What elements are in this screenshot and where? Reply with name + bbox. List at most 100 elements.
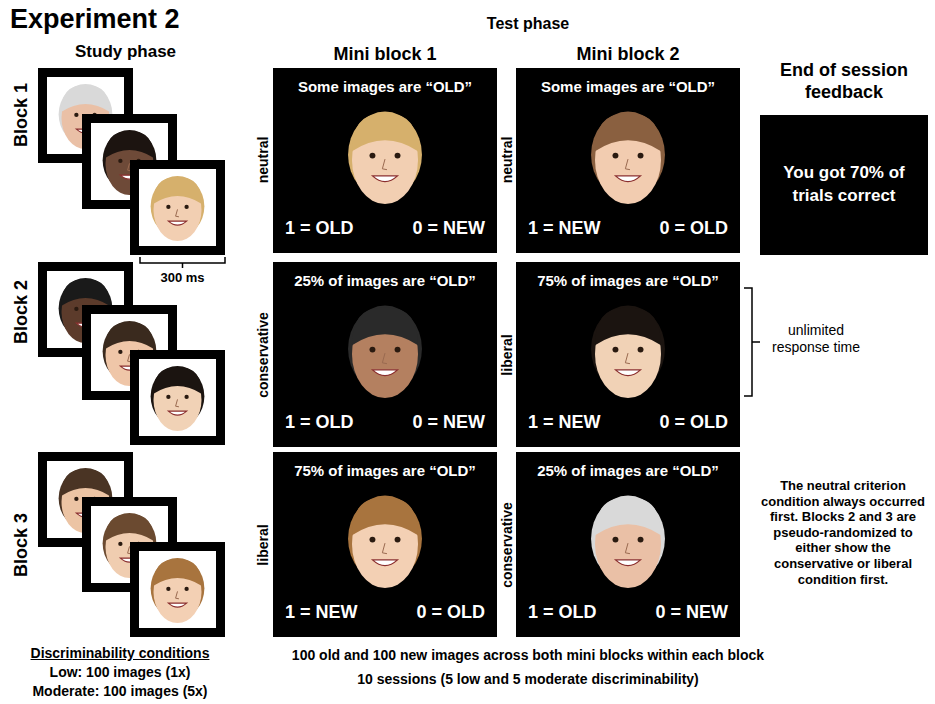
eye: [74, 497, 78, 501]
column-heading: Mini block 2: [528, 44, 728, 66]
eye: [612, 537, 618, 543]
legend-heading: Discriminability conditions: [5, 645, 235, 662]
nose: [176, 399, 179, 406]
smile: [615, 560, 640, 566]
condition-line: Moderate: 100 images (5x): [5, 683, 235, 700]
study-image: [130, 350, 225, 445]
nose: [382, 159, 387, 170]
condition-label: liberal: [498, 334, 515, 375]
nose: [176, 591, 179, 598]
image-frame: [130, 160, 225, 255]
nose: [625, 543, 630, 554]
smile: [615, 176, 640, 182]
hair-fringe: [352, 498, 418, 536]
eye: [74, 307, 78, 311]
prompt-text: 75% of images are “OLD”: [273, 462, 497, 479]
eye: [166, 587, 170, 591]
eye: [118, 350, 122, 354]
nose: [176, 209, 179, 216]
duration-bracket: [140, 257, 225, 268]
feedback-text: You got 70% of trials correct: [772, 162, 916, 208]
condition-label: conservative: [255, 312, 272, 398]
key-mapping: 0 = OLD: [659, 412, 728, 433]
feedback-box: You got 70% of trials correct: [760, 115, 928, 255]
condition-label: liberal: [255, 524, 272, 565]
key-mapping: 0 = NEW: [412, 218, 485, 239]
prompt-text: Some images are “OLD”: [516, 78, 740, 95]
eye: [184, 587, 188, 591]
method-note: The neutral criterion condition always o…: [756, 478, 930, 587]
hair-fringe: [595, 308, 661, 346]
column-heading: Mini block 1: [285, 44, 485, 66]
phase-heading: Test phase: [428, 14, 628, 33]
smile: [615, 370, 640, 376]
key-mapping: 0 = OLD: [416, 602, 485, 623]
test-panel: 25% of images are “OLD” 1 = OLD 0 = NEW: [516, 452, 740, 637]
nose: [382, 543, 387, 554]
eye: [395, 537, 401, 543]
prompt-text: 25% of images are “OLD”: [273, 272, 497, 289]
study-image: [130, 160, 225, 255]
prompt-text: 25% of images are “OLD”: [516, 462, 740, 479]
phase-heading: Study phase: [75, 42, 176, 62]
block-label: Block 2: [11, 280, 33, 344]
key-mapping: 0 = OLD: [659, 218, 728, 239]
eye: [118, 159, 122, 163]
smile: [168, 221, 186, 225]
eye: [369, 537, 375, 543]
smile: [372, 370, 397, 376]
eye: [166, 395, 170, 399]
key-mapping: 1 = OLD: [285, 218, 354, 239]
image-frame: [130, 542, 225, 637]
hair-fringe: [154, 177, 202, 203]
design-note: 10 sessions (5 low and 5 moderate discri…: [248, 671, 808, 688]
nose: [382, 353, 387, 364]
hair-fringe: [62, 469, 110, 495]
key-mapping: 1 = OLD: [528, 602, 597, 623]
hair-fringe: [62, 279, 110, 305]
bracket-note: unlimited response time: [766, 322, 866, 356]
key-mapping: 1 = NEW: [528, 218, 601, 239]
block-label: Block 1: [11, 83, 33, 147]
hair-fringe: [154, 367, 202, 393]
photo-ground: [139, 169, 216, 246]
hair-fringe: [595, 114, 661, 152]
condition-label: neutral: [498, 137, 515, 184]
eye: [395, 153, 401, 159]
test-panel: 25% of images are “OLD”1 = OLD0 = NEW: [273, 262, 497, 447]
eye: [184, 395, 188, 399]
prompt-text: Some images are “OLD”: [273, 78, 497, 95]
key-mapping: 1 = NEW: [285, 602, 358, 623]
hair-fringe: [106, 131, 154, 157]
photo-ground: [139, 551, 216, 628]
response-bracket: [744, 288, 760, 396]
eye: [369, 153, 375, 159]
eye: [369, 347, 375, 353]
test-panel: Some images are “OLD” 1 = NEW 0 = OLD: [516, 68, 740, 253]
eye: [184, 205, 188, 209]
study-image: [130, 542, 225, 637]
condition-label: conservative: [498, 502, 515, 588]
nose: [625, 159, 630, 170]
eye: [395, 347, 401, 353]
eye: [638, 153, 644, 159]
eye: [166, 205, 170, 209]
key-mapping: 0 = NEW: [412, 412, 485, 433]
smile: [168, 603, 186, 607]
eye: [638, 347, 644, 353]
hair-fringe: [106, 322, 154, 348]
hair-fringe: [106, 514, 154, 540]
condition-line: Low: 100 images (1x): [5, 664, 235, 681]
hair-fringe: [62, 85, 110, 111]
key-mapping: 0 = NEW: [655, 602, 728, 623]
hair-fringe: [154, 559, 202, 585]
image-frame: [130, 350, 225, 445]
figure-title: Experiment 2: [10, 4, 180, 35]
design-note: 100 old and 100 new images across both m…: [248, 647, 808, 664]
smile: [372, 560, 397, 566]
nose: [625, 353, 630, 364]
photo-ground: [139, 359, 216, 436]
test-panel: 75% of images are “OLD”1 = NEW0 = OLD: [516, 262, 740, 447]
test-panel: 75% of images are “OLD” 1 = NEW 0 = OLD: [273, 452, 497, 637]
eye: [612, 347, 618, 353]
